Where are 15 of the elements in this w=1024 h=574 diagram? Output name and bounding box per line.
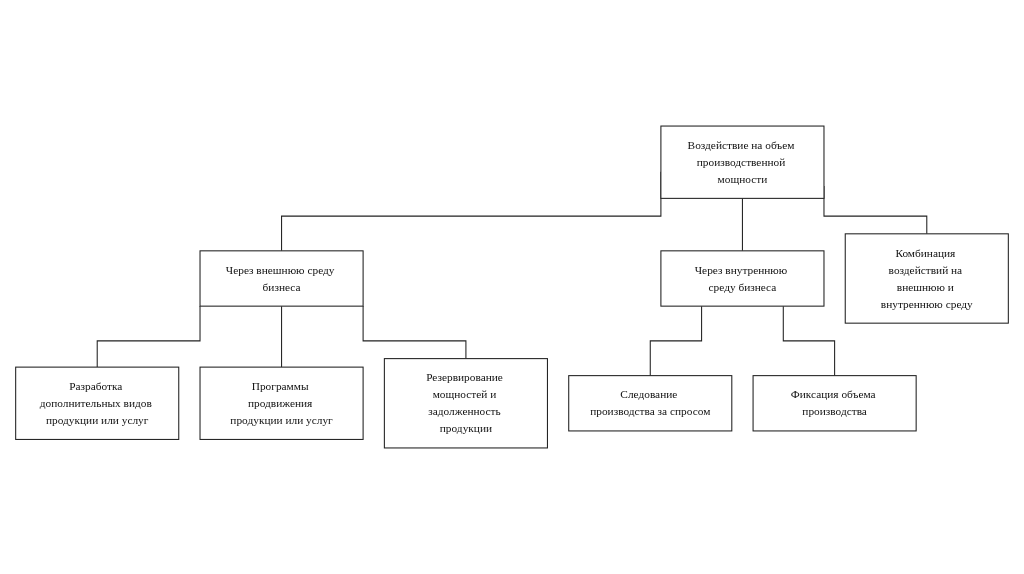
connector <box>649 305 703 377</box>
node-box: Программы продвижения продукции или услуг <box>199 366 364 440</box>
node-box: Следование производства за спросом <box>568 375 733 432</box>
connector <box>782 305 836 377</box>
node-box: Воздействие на объем производственной мощности <box>660 125 825 199</box>
node-box: Разработка дополнительных видов продукции или услуг <box>15 366 180 440</box>
connector <box>281 305 283 368</box>
node-box: Через внутреннюю среду бизнеса <box>660 250 825 307</box>
connector <box>362 305 467 360</box>
node-box: Через внешнюю среду бизнеса <box>199 250 364 307</box>
connector <box>96 305 201 368</box>
node-box: Фиксация объема производства <box>752 375 917 432</box>
node-box: Резервирование мощностей и задолженность продукции <box>383 358 548 449</box>
connector <box>741 197 743 252</box>
node-box: Комбинация воздействий на внешнюю и внутреннюю среду <box>844 233 1009 324</box>
